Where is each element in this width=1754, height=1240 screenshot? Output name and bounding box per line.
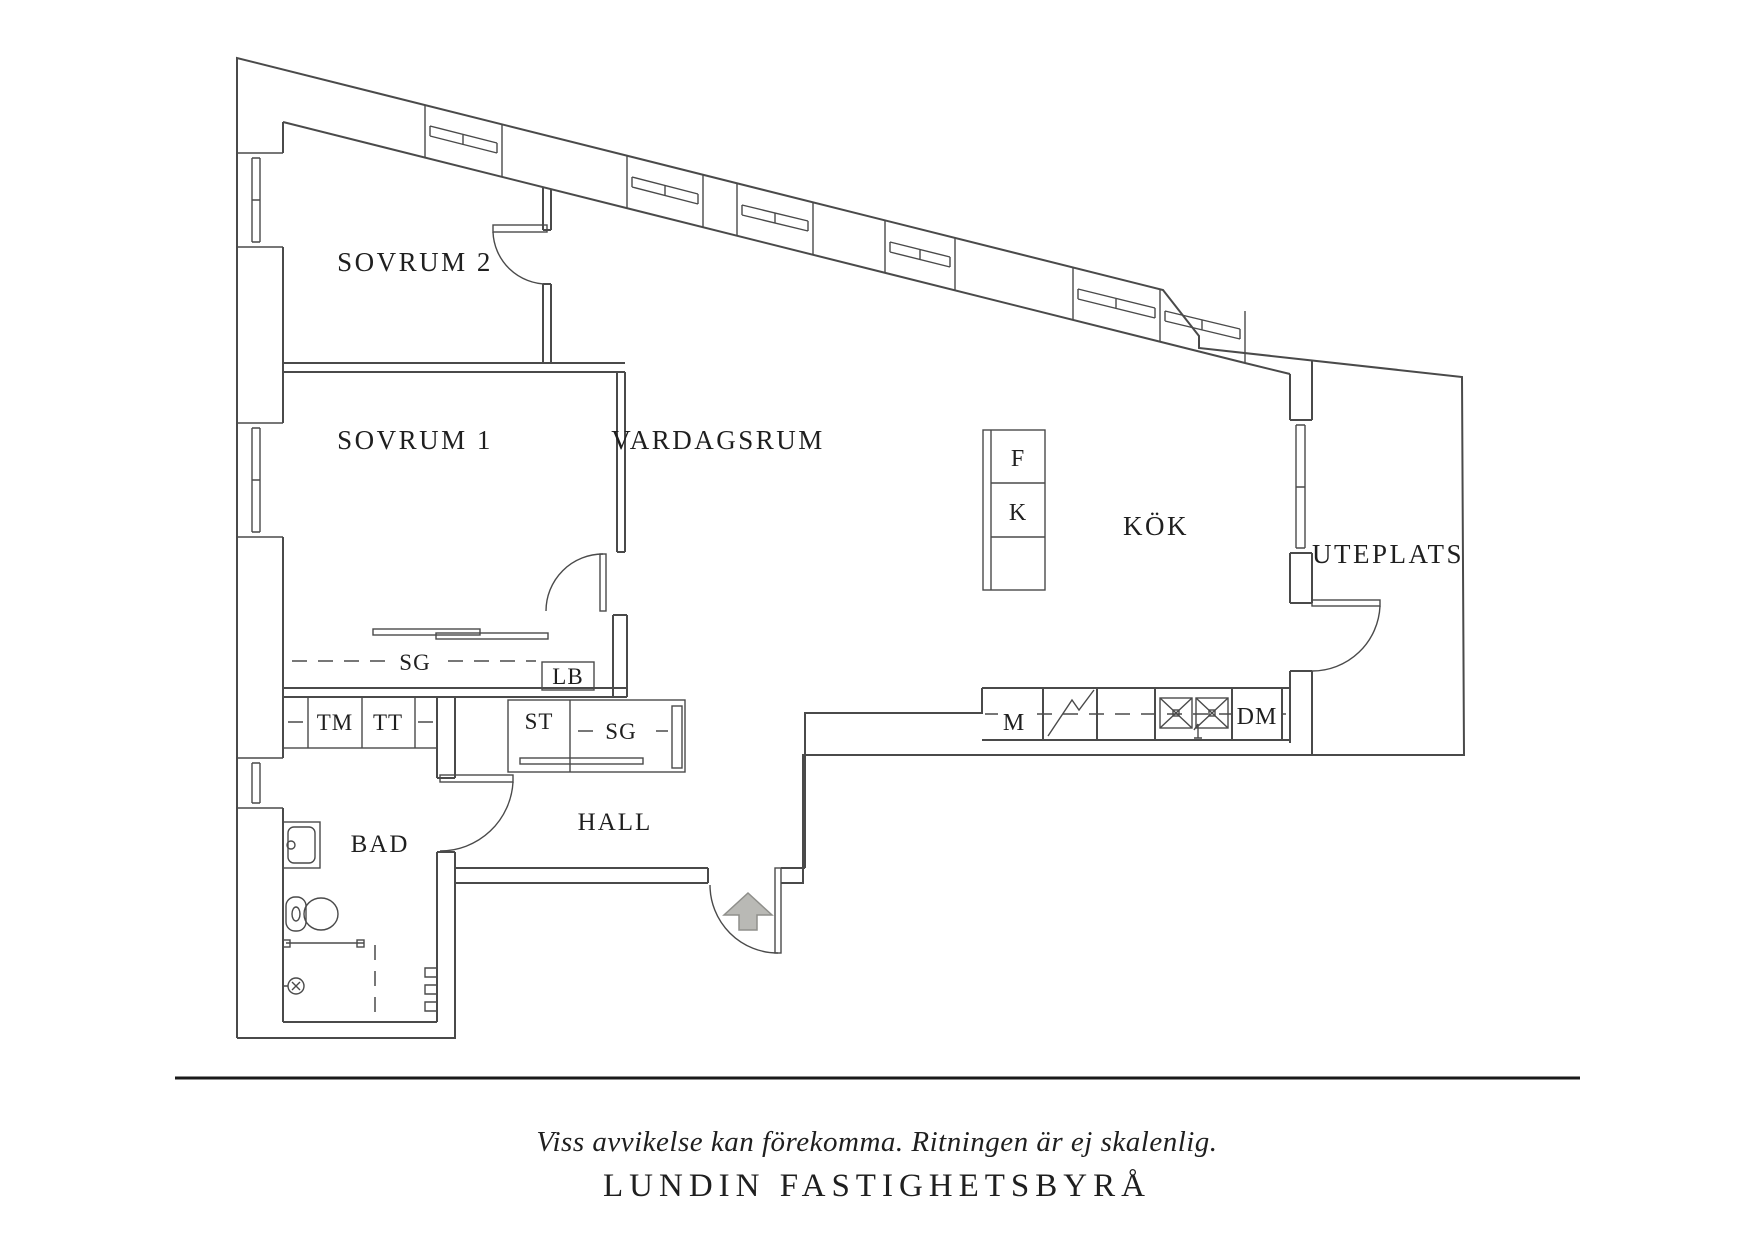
annotation-sg-hall: SG [605, 719, 636, 744]
room-label-sovrum1: SOVRUM 1 [337, 425, 493, 455]
annotation-freezer: K [1009, 500, 1027, 526]
shower-bar-post [356, 939, 365, 948]
sovrum2-door-leaf [492, 224, 548, 233]
stove-symbol [1047, 689, 1095, 737]
annotation-fridge: F [1011, 446, 1025, 472]
sink-left-cross [1159, 697, 1193, 729]
washbasin [282, 821, 321, 869]
bathroom-door-leaf [439, 774, 514, 783]
laundry-row [282, 696, 438, 749]
entry-door-swing [709, 884, 779, 954]
sink-right-drain [1208, 709, 1216, 717]
sovrum2-east-wall [542, 188, 552, 363]
label-backings [312, 644, 1281, 746]
label-backing [386, 644, 444, 676]
annotation-tm: TM [317, 710, 354, 735]
wardrobe-sliding-panel [435, 632, 549, 640]
washbasin-bowl [287, 826, 316, 864]
entry-door-leaf [774, 867, 782, 954]
hall-closet [507, 699, 686, 773]
footer-disclaimer: Viss avvikelse kan förekomma. Ritningen … [536, 1126, 1217, 1158]
fixtures-layer [282, 429, 1229, 1012]
room-label-uteplats: UTEPLATS [1312, 539, 1464, 569]
laundry-row-dividers [307, 697, 416, 748]
hall-closet-bracket [671, 705, 683, 769]
label-backing [1233, 700, 1281, 734]
label-backing [364, 708, 410, 736]
annotation-lb: LB [552, 664, 583, 689]
annotation-st: ST [525, 709, 554, 734]
room-label-bad: BAD [351, 831, 410, 858]
vardagsrum-floor-edge [804, 688, 983, 868]
fridge-freezer-lines [990, 430, 1045, 590]
sovrum1-east-wall [612, 372, 628, 697]
bathroom-door-swing [439, 781, 514, 852]
hall-bottom-wall [455, 867, 805, 883]
sink-left-drain [1172, 709, 1180, 717]
bathroom-east-wall [436, 696, 456, 1022]
sink-faucet [1193, 723, 1202, 739]
kok-uteplats-wall [1289, 361, 1313, 755]
sink-left [1159, 697, 1193, 729]
shower-bar-post [282, 939, 291, 948]
sink-right-cross [1195, 697, 1229, 729]
footer: Viss avvikelse kan förekomma. Ritningen … [175, 1076, 1580, 1204]
shower-head-arm [283, 981, 301, 991]
annotation-tt: TT [373, 710, 403, 735]
kok-wall-window [1295, 424, 1306, 549]
room-label-sovrum2: SOVRUM 2 [337, 247, 493, 277]
dashed-layer [288, 660, 1288, 1015]
toilet-bowl [303, 897, 339, 931]
wardrobe-sliding-panel [372, 628, 481, 636]
washbasin-tap [286, 840, 296, 850]
exterior-outline [236, 56, 1466, 1039]
slanted-wall-windows [424, 105, 1246, 363]
lb-cabinet [541, 661, 595, 691]
label-backing [312, 708, 358, 736]
entry-arrow-icon [722, 891, 774, 931]
label-backing [594, 714, 648, 746]
annotation-dm: DM [1237, 704, 1278, 730]
wall-teeth [424, 967, 437, 1012]
sovrum2-door-swing [492, 231, 548, 285]
toilet-tank-lid [291, 906, 301, 922]
left-wall-windows [237, 152, 283, 809]
room-label-vardagsrum: VARDAGSRUM [611, 425, 825, 455]
bedroom-divider-wall [283, 362, 625, 373]
fridge-freezer-column [982, 429, 1046, 591]
footer-brand: LUNDIN FASTIGHETSBYRÅ [603, 1167, 1151, 1204]
hall-closet-slider [519, 757, 644, 765]
labels-layer: SOVRUM 2 SOVRUM 1 VARDAGSRUM KÖK UTEPLAT… [317, 247, 1464, 858]
uteplats-door-swing [1311, 605, 1381, 672]
annotation-sg-bedroom: SG [399, 650, 430, 675]
room-label-hall: HALL [578, 809, 653, 836]
sink-right [1195, 697, 1229, 729]
uteplats-door-leaf [1311, 599, 1381, 607]
room-label-kok: KÖK [1123, 511, 1189, 541]
label-backing [998, 702, 1032, 736]
walls-layer [236, 56, 1466, 1039]
doors-layer [439, 224, 1381, 954]
sovrum1-door-swing [545, 553, 604, 612]
sovrum1-door-leaf [599, 553, 607, 612]
entry-arrow-group [722, 891, 774, 931]
toilet-tank [285, 896, 307, 932]
annotation-m: M [1003, 710, 1025, 736]
